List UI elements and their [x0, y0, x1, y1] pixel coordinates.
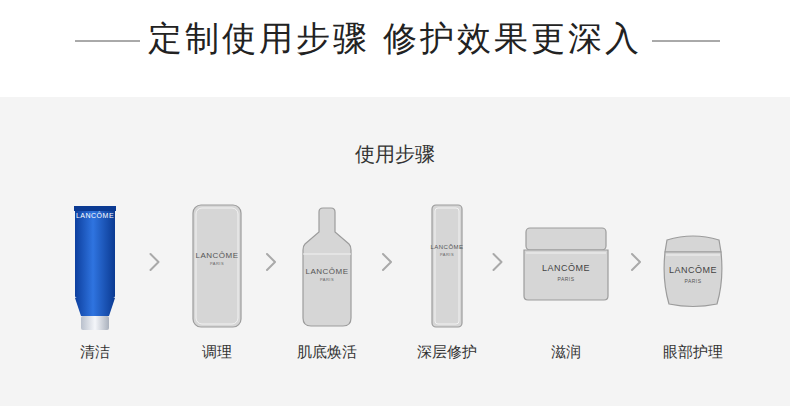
title-rule: [75, 41, 140, 42]
brand-text: PARIS: [684, 278, 701, 284]
product-step: LANCÔMEPARIS 肌底焕活: [292, 200, 362, 375]
title-rule: [652, 41, 720, 42]
brand-text: LANCÔME: [669, 265, 717, 276]
page-title: 定制使用步骤 修护效果更深入: [0, 18, 790, 59]
product-illustration: [412, 200, 482, 335]
step-chevron: [125, 254, 184, 270]
step-caption: 眼部护理: [663, 343, 723, 361]
connector-path: [362, 262, 412, 263]
chevron-head: [632, 254, 640, 270]
brand-text: LANCÔME: [305, 267, 348, 277]
connector-path: [250, 262, 292, 263]
brand-text: LANCÔME: [542, 263, 590, 274]
step-chevron: [482, 254, 513, 270]
step-chevron: [619, 254, 653, 270]
brand-text: LANCÔME: [430, 244, 463, 251]
connector-path: [482, 262, 513, 263]
chevron-head: [267, 254, 275, 270]
brand-text: LANCÔME: [195, 251, 238, 261]
step-caption: 深层修护: [417, 343, 477, 361]
connector-path: [619, 262, 653, 263]
section-heading: 使用步骤: [0, 142, 790, 166]
product-step: LANCÔME PARIS 滋润: [513, 200, 619, 375]
chevron-head: [383, 254, 391, 270]
step-chevron: [250, 254, 292, 270]
product-step: LANCÔME PARIS 深层修护: [412, 200, 482, 375]
brand-text: PARIS: [440, 253, 454, 258]
product-illustration: [184, 200, 250, 335]
product-step: LANCÔME 清洁: [65, 200, 125, 375]
brand-text: PARIS: [210, 262, 224, 267]
brand-text: PARIS: [557, 276, 574, 282]
brand-text: LANCÔME: [76, 212, 114, 220]
chevron-head: [494, 254, 502, 270]
connector-path: [125, 262, 184, 263]
step-caption: 肌底焕活: [297, 343, 357, 361]
grey-panel: [0, 97, 790, 406]
step-caption: 滋润: [551, 343, 581, 361]
step-caption: 清洁: [80, 343, 110, 361]
product-illustration: [65, 200, 125, 335]
product-step: LANCÔME PARIS 眼部护理: [653, 200, 733, 375]
step-caption: 调理: [202, 343, 232, 361]
brand-text: PARIS: [320, 278, 334, 283]
product-step: LANCÔMEPARIS 调理: [184, 200, 250, 375]
chevron-head: [151, 254, 159, 270]
step-chevron: [362, 254, 412, 270]
